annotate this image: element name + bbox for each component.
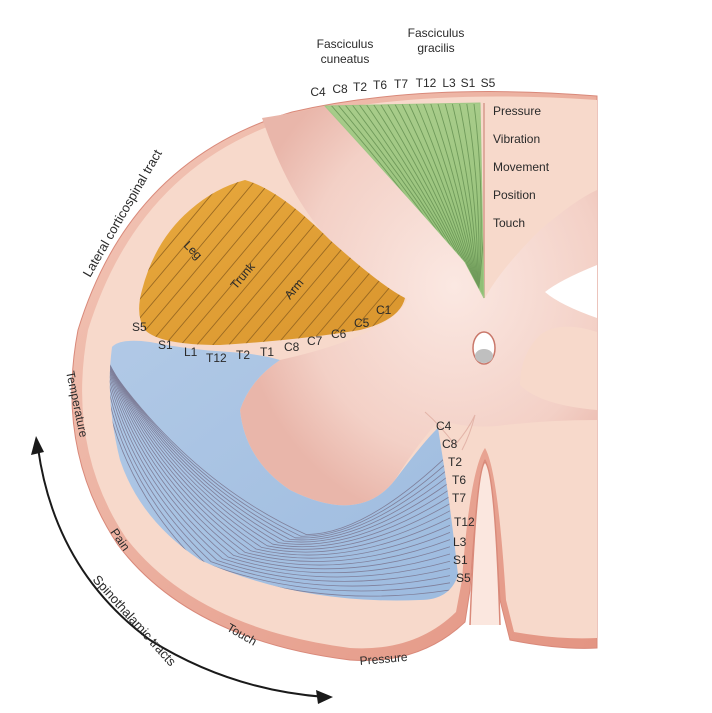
tract-lamina-line (110, 367, 451, 545)
corticospinal-segment-label: S5 (132, 320, 147, 334)
corticospinal-segment-label: C6 (331, 327, 347, 341)
tract-lamina-line (408, 103, 479, 297)
corticospinal-segment-label: C1 (376, 303, 392, 317)
spinothalamic-fill (109, 340, 458, 601)
dorsal-segment-label: T7 (394, 77, 408, 91)
tract-lamina-line (430, 103, 479, 297)
fasciculus-cuneatus-label-line2: cuneatus (321, 52, 370, 66)
spinothalamic-laminae (109, 344, 451, 597)
tract-lamina-line (401, 103, 479, 297)
modality-label-position: Position (493, 188, 536, 202)
spinothalamic-segment-label: S1 (453, 553, 468, 567)
modality-label-vibration: Vibration (493, 132, 540, 146)
dorsal-segment-label: S5 (481, 76, 496, 90)
tract-lamina-line (113, 371, 451, 539)
corticospinal-segment-label: L1 (184, 345, 198, 359)
tract-lamina-line (109, 362, 451, 553)
tract-lamina-line (109, 348, 451, 587)
dorsal-column-tract (323, 102, 485, 299)
tract-lamina-line (415, 103, 479, 297)
tract-lamina-line (466, 103, 480, 297)
corticospinal-segment-label: T1 (260, 345, 274, 359)
tract-lamina-line (109, 352, 451, 574)
tract-lamina-line (109, 349, 451, 582)
lateral-horn-notch (545, 265, 597, 318)
dorsal-segment-label: T6 (373, 78, 387, 92)
corticospinal-segment-label: C7 (307, 334, 323, 348)
dorsal-segment-label: C4 (310, 85, 326, 99)
corticospinal-segment-label: T12 (206, 351, 227, 365)
dorsal-segment-label: T12 (416, 76, 437, 90)
dorsal-column-modality-labels: Pressure Vibration Movement Position Tou… (493, 104, 550, 230)
spinothalamic-segment-label: T2 (448, 455, 462, 469)
ventral-gray-indent (424, 411, 476, 451)
spinothalamic-arrow-curve (37, 447, 326, 698)
tract-lamina-line (109, 364, 451, 550)
corticospinal-segment-label: S1 (158, 338, 173, 352)
tract-lamina-line (473, 103, 482, 297)
tract-lamina-line (444, 103, 479, 297)
modality-label-movement: Movement (493, 160, 550, 174)
spinothalamic-segment-label: L3 (453, 535, 467, 549)
tract-lamina-line (437, 103, 479, 297)
modality-label-pressure-ventral: Pressure (359, 650, 408, 668)
tract-lamina-line (139, 180, 265, 345)
spinothalamic-segment-label: T7 (452, 491, 466, 505)
arrow-head-bottom-icon (316, 690, 333, 704)
spinothalamic-segment-label: S5 (456, 571, 471, 585)
tract-lamina-line (451, 103, 479, 297)
fasciculus-cuneatus-label-line1: Fasciculus (317, 37, 374, 51)
spinothalamic-tract (109, 340, 458, 601)
anterior-median-fissure (469, 461, 501, 626)
modality-label-pressure: Pressure (493, 104, 541, 118)
tract-lamina-line (109, 351, 451, 578)
spinothalamic-segment-label: C4 (436, 419, 452, 433)
tract-lamina-line (112, 370, 451, 541)
tract-lamina-line (110, 365, 451, 548)
corticospinal-segment-label: C8 (284, 340, 300, 354)
arrow-head-top-icon (31, 436, 44, 455)
spinothalamic-segment-label: C8 (442, 437, 458, 451)
tract-lamina-line (111, 368, 451, 543)
dorsal-segment-label: T2 (353, 80, 367, 94)
corticospinal-segment-label: T2 (236, 348, 250, 362)
spinothalamic-segment-labels: C4 C8 T2 T6 T7 T12 L3 S1 S5 (436, 419, 475, 585)
fasciculus-gracilis-label-line2: gracilis (417, 41, 454, 55)
modality-label-touch: Touch (493, 216, 525, 230)
corticospinal-segment-labels: S5 S1 L1 T12 T2 T1 C8 C7 C6 C5 C1 (132, 303, 392, 365)
tract-lamina-line (139, 180, 281, 345)
tract-lamina-line (109, 356, 451, 566)
dorsal-segment-label: C8 (332, 82, 348, 96)
tract-lamina-line (139, 180, 249, 345)
tract-lamina-line (109, 360, 451, 556)
spinothalamic-arrow (31, 436, 333, 704)
dorsal-segment-label: L3 (442, 76, 456, 90)
central-canal-shadow (475, 349, 493, 363)
tract-lamina-line (114, 373, 451, 537)
corticospinal-segment-label: C5 (354, 316, 370, 330)
tract-lamina-line (109, 359, 451, 559)
dorsal-segment-label: S1 (461, 76, 476, 90)
tract-lamina-line (109, 354, 451, 570)
spinothalamic-segment-label: T12 (454, 515, 475, 529)
spinothalamic-segment-label: T6 (452, 473, 466, 487)
tract-lamina-line (423, 103, 479, 297)
gray-matter (240, 106, 597, 506)
tract-lamina-line (109, 357, 451, 562)
tract-lamina-line (459, 103, 479, 297)
fasciculus-gracilis-label-line1: Fasciculus (408, 26, 465, 40)
tract-lamina-line (114, 375, 451, 536)
dorsal-column-segment-labels: C4 C8 T2 T6 T7 T12 L3 S1 S5 (310, 76, 495, 99)
